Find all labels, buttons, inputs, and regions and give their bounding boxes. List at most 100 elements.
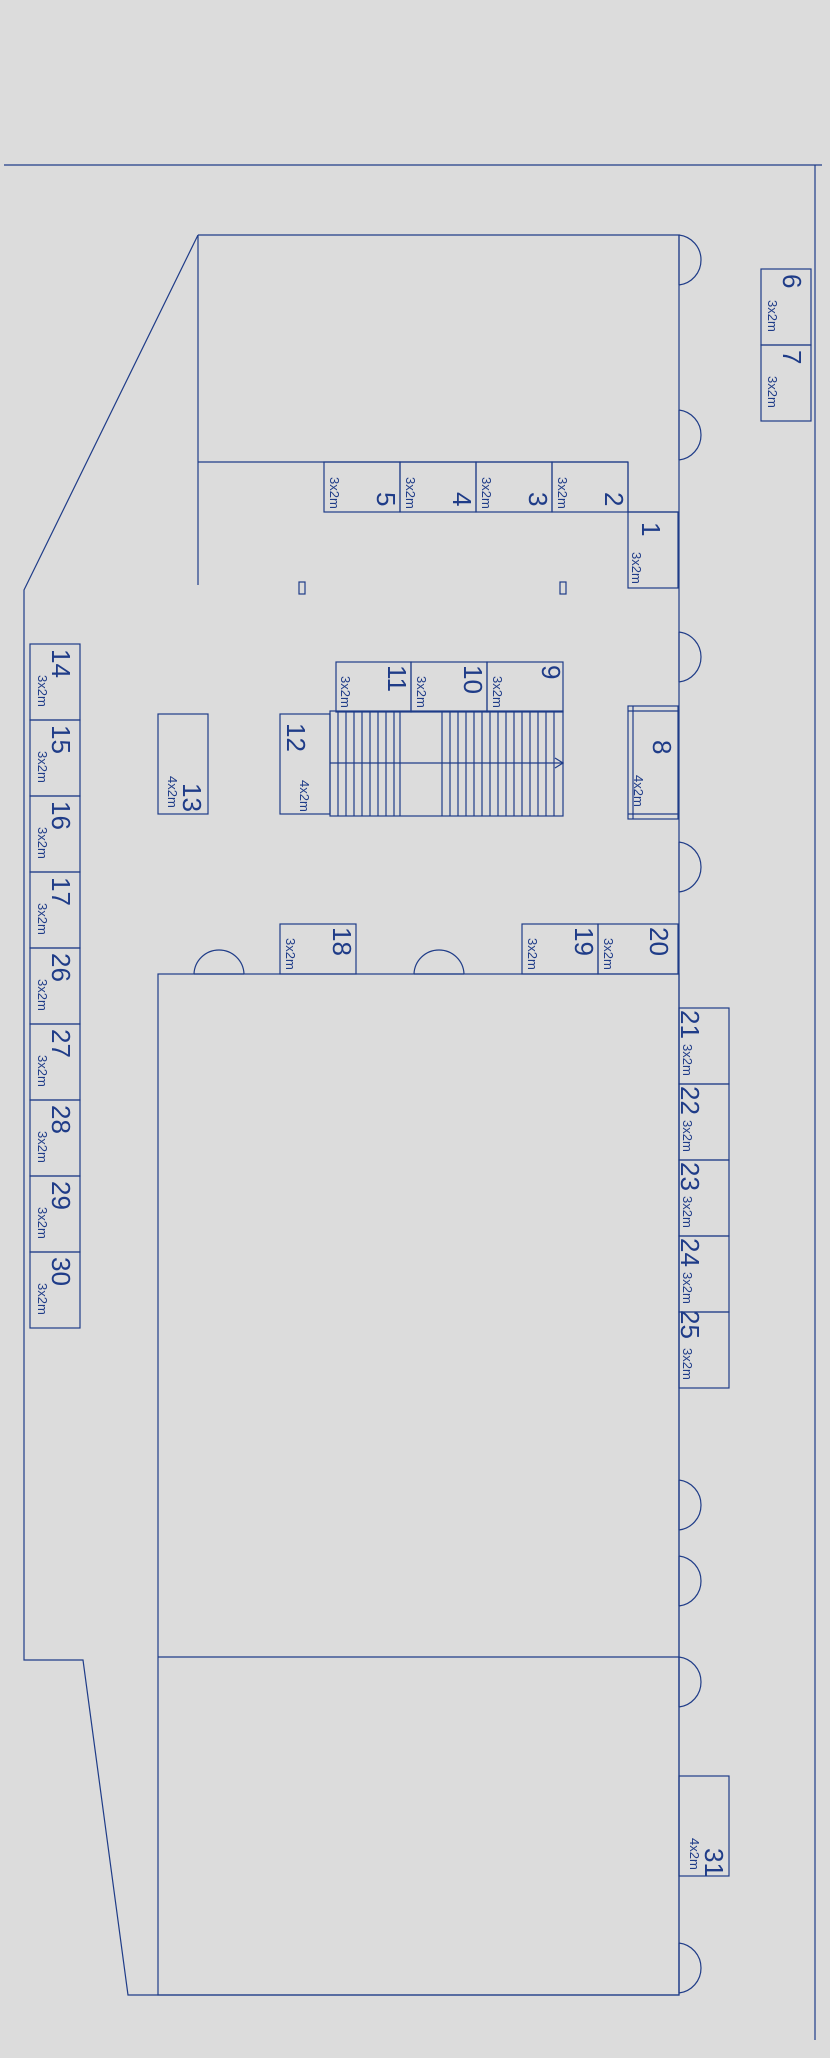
stand-size: 3x2m <box>35 1283 50 1315</box>
stand-size: 3x2m <box>35 1131 50 1163</box>
stand-number: 7 <box>777 350 807 364</box>
stand-31[interactable]: 31 4x2m <box>678 1775 730 1877</box>
stand-15[interactable]: 15 3x2m <box>29 719 81 797</box>
stand-25[interactable]: 25 3x2m <box>675 1310 730 1389</box>
stand-12[interactable]: 12 4x2m <box>279 713 331 815</box>
stand-size: 3x2m <box>338 676 353 708</box>
stand-number: 9 <box>536 665 566 679</box>
stand-size: 3x2m <box>490 676 505 708</box>
stand-size: 3x2m <box>680 1120 695 1152</box>
stand-size: 3x2m <box>35 979 50 1011</box>
stand-11[interactable]: 11 3x2m <box>335 661 412 713</box>
stand-number: 2 <box>599 492 629 506</box>
stand-number: 1 <box>636 522 666 536</box>
stand-5[interactable]: 5 3x2m <box>323 461 401 513</box>
stand-number: 3 <box>523 492 553 506</box>
stand-17[interactable]: 17 3x2m <box>29 871 81 949</box>
stand-size: 4x2m <box>631 775 646 807</box>
stand-10[interactable]: 10 3x2m <box>410 661 488 713</box>
stand-number: 26 <box>46 953 76 982</box>
door <box>413 949 465 975</box>
stand-size: 4x2m <box>297 780 312 812</box>
stand-number: 19 <box>569 927 599 956</box>
stand-size: 3x2m <box>327 477 342 509</box>
door <box>678 1479 702 1531</box>
stand-size: 3x2m <box>35 903 50 935</box>
stand-size: 3x2m <box>35 675 50 707</box>
stand-20[interactable]: 20 3x2m <box>597 923 679 975</box>
stand-24[interactable]: 24 3x2m <box>675 1235 730 1313</box>
stand-size: 3x2m <box>680 1196 695 1228</box>
door <box>678 1555 702 1607</box>
stand-size: 3x2m <box>680 1348 695 1380</box>
stand-number: 29 <box>46 1181 76 1210</box>
stand-size: 3x2m <box>35 827 50 859</box>
stand-size: 3x2m <box>680 1044 695 1076</box>
stand-22[interactable]: 22 3x2m <box>675 1083 730 1161</box>
stand-size: 3x2m <box>629 552 644 584</box>
stand-size: 3x2m <box>35 1055 50 1087</box>
door <box>678 631 702 683</box>
stand-size: 3x2m <box>765 300 780 332</box>
staircase <box>329 710 565 817</box>
stand-number: 11 <box>382 665 412 692</box>
stand-4[interactable]: 4 3x2m <box>399 461 477 513</box>
stand-size: 3x2m <box>765 376 780 408</box>
stand-21[interactable]: 21 3x2m <box>675 1007 730 1085</box>
door <box>678 234 702 286</box>
stand-number: 31 <box>699 1848 729 1877</box>
stand-number: 22 <box>675 1086 705 1115</box>
stand-3[interactable]: 3 3x2m <box>475 461 553 513</box>
stand-19[interactable]: 19 3x2m <box>521 923 599 975</box>
stand-number: 23 <box>675 1162 705 1191</box>
stand-size: 3x2m <box>555 477 570 509</box>
stand-number: 30 <box>46 1257 76 1286</box>
stand-number: 10 <box>458 665 488 694</box>
stand-number: 12 <box>281 723 311 752</box>
stand-number: 4 <box>447 492 477 506</box>
stand-number: 20 <box>644 927 674 956</box>
stand-7[interactable]: 7 3x2m <box>760 344 812 422</box>
stand-29[interactable]: 29 3x2m <box>29 1175 81 1253</box>
door <box>193 949 245 975</box>
stand-number: 13 <box>177 783 207 812</box>
stand-13[interactable]: 13 4x2m <box>157 713 209 815</box>
stand-size: 3x2m <box>283 938 298 970</box>
stand-number: 14 <box>46 649 76 678</box>
stand-size: 3x2m <box>479 477 494 509</box>
stand-size: 4x2m <box>165 776 180 808</box>
stand-18[interactable]: 18 3x2m <box>279 923 357 975</box>
stand-size: 3x2m <box>403 477 418 509</box>
door <box>678 409 702 461</box>
stand-size: 3x2m <box>35 1207 50 1239</box>
stand-number: 6 <box>777 274 807 288</box>
stand-6[interactable]: 6 3x2m <box>760 268 812 346</box>
door <box>678 1656 702 1708</box>
stand-8[interactable]: 8 4x2m <box>627 705 679 820</box>
stand-size: 4x2m <box>687 1838 702 1870</box>
stand-9[interactable]: 9 3x2m <box>486 661 566 713</box>
stand-number: 17 <box>46 877 76 906</box>
building-outline <box>23 234 680 1996</box>
stand-2[interactable]: 2 3x2m <box>551 461 629 513</box>
stand-23[interactable]: 23 3x2m <box>675 1159 730 1237</box>
stand-26[interactable]: 26 3x2m <box>29 947 81 1025</box>
column-marker <box>559 581 567 595</box>
door <box>678 1942 702 1994</box>
stand-number: 18 <box>327 927 357 956</box>
column-marker <box>298 581 306 595</box>
stand-28[interactable]: 28 3x2m <box>29 1099 81 1177</box>
stand-size: 3x2m <box>414 676 429 708</box>
stand-size: 3x2m <box>680 1272 695 1304</box>
stand-30[interactable]: 30 3x2m <box>29 1251 81 1329</box>
stand-number: 8 <box>647 740 677 754</box>
stand-16[interactable]: 16 3x2m <box>29 795 81 873</box>
door <box>678 841 702 893</box>
stand-14[interactable]: 14 3x2m <box>29 643 81 721</box>
stand-27[interactable]: 27 3x2m <box>29 1023 81 1101</box>
stand-1[interactable]: 1 3x2m <box>627 511 679 589</box>
site-boundary <box>4 164 822 2040</box>
stand-number: 28 <box>46 1105 76 1134</box>
stand-number: 25 <box>675 1310 705 1339</box>
